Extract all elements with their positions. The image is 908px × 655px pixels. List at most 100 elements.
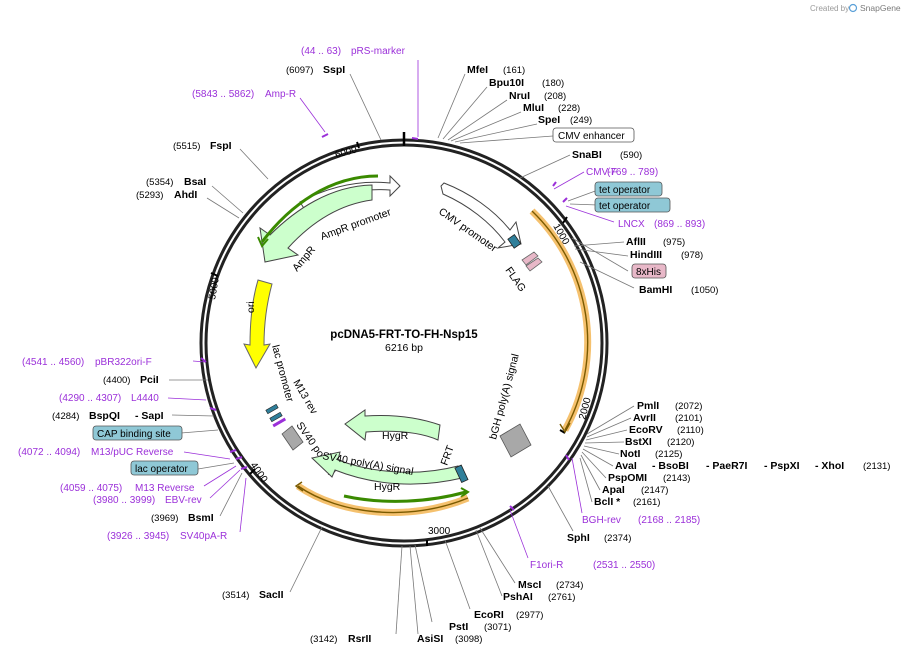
primer-ebv-rev: EBV-rev bbox=[165, 495, 202, 506]
site-bsmI: BsmI bbox=[188, 512, 214, 524]
tick-label-3000: 3000 bbox=[428, 526, 451, 537]
primer-amp-r-range: (5843 .. 5862) bbox=[192, 89, 254, 100]
cap-binding-site-label: CAP binding site bbox=[97, 429, 171, 440]
site-bamHI: BamHI bbox=[639, 284, 672, 296]
lac-operator-feature bbox=[265, 403, 279, 415]
ampr-cds-arrow bbox=[259, 184, 373, 263]
site-bspQI: BspQI bbox=[89, 410, 120, 422]
snapgene-logo-icon bbox=[848, 3, 858, 13]
hygr-upper-label: HygR bbox=[382, 430, 409, 442]
his8-label: 8xHis bbox=[636, 267, 661, 278]
primer-sv40pa-r: SV40pA-R bbox=[180, 531, 227, 542]
lac-operator-label: lac operator bbox=[135, 464, 188, 475]
primer-l4440: L4440 bbox=[131, 393, 159, 404]
site-pmlI-pos: (2072) bbox=[675, 401, 702, 412]
site-pstI: PstI bbox=[449, 621, 468, 633]
site-bspQI-pos: (4284) bbox=[52, 411, 79, 422]
hygr-lower-arrow bbox=[310, 451, 463, 485]
site-asiSI: AsiSI bbox=[417, 633, 443, 645]
tet-operator-label-2: tet operator bbox=[599, 201, 651, 212]
primer-lncx-range: (869 .. 893) bbox=[654, 219, 705, 230]
tet-operator-box-1 bbox=[594, 181, 663, 197]
site-asiSI-pos: (3098) bbox=[455, 634, 482, 645]
site-bsoBI: - BsoBI bbox=[652, 460, 689, 472]
ori-label: ori bbox=[245, 301, 257, 313]
site-ahdI: AhdI bbox=[174, 189, 197, 201]
primer-sv40pa-r-range: (3926 .. 3945) bbox=[107, 531, 169, 542]
site-speI: SpeI bbox=[538, 114, 560, 126]
primer-f1ori-r: F1ori-R bbox=[530, 560, 563, 571]
site-bstXI: BstXI bbox=[625, 436, 652, 448]
site-xhoI: - XhoI bbox=[815, 460, 844, 472]
site-mfeI: MfeI bbox=[467, 64, 488, 76]
site-ecoRV-pos: (2110) bbox=[677, 425, 704, 436]
right-leader-lines bbox=[437, 73, 635, 289]
primer-ebv-rev-range: (3980 .. 3999) bbox=[93, 495, 155, 506]
his8-box bbox=[631, 263, 667, 279]
primer-prs-marker-range: (44 .. 63) bbox=[301, 46, 341, 57]
his-tag-feature bbox=[521, 251, 543, 272]
primer-m13-reverse-range: (4059 .. 4075) bbox=[60, 483, 122, 494]
primer-bgh-rev: BGH-rev bbox=[582, 515, 621, 526]
site-apaI: ApaI bbox=[602, 484, 625, 496]
primer-pbr322ori-f: pBR322ori-F bbox=[95, 357, 152, 368]
site-aflII: AflII bbox=[626, 236, 646, 248]
site-notI-pos: (2125) bbox=[655, 449, 682, 460]
lac-operator-box bbox=[130, 460, 199, 476]
site-aflII-pos: (975) bbox=[663, 237, 685, 248]
site-rsrII: RsrII bbox=[348, 633, 371, 645]
site-pciI-pos: (4400) bbox=[103, 375, 130, 386]
primer-lncx: LNCX bbox=[618, 219, 645, 230]
site-pspXI: - PspXI bbox=[764, 460, 800, 472]
hygr-orf-bar bbox=[343, 490, 467, 503]
site-sphI-pos: (2374) bbox=[604, 533, 631, 544]
ori-arrow bbox=[243, 279, 273, 370]
site-mluI: MluI bbox=[523, 102, 544, 114]
site-bpu10I-pos: (180) bbox=[542, 78, 564, 89]
site-pshAI: PshAI bbox=[503, 591, 533, 603]
site-speI-pos: (249) bbox=[570, 115, 592, 126]
primer-cmv-f: CMV-F bbox=[586, 167, 617, 178]
site-pspOMI: PspOMI bbox=[608, 472, 647, 484]
cmv-enhancer-label: CMV enhancer bbox=[558, 131, 625, 142]
primer-prs-marker: pRS-marker bbox=[351, 46, 406, 57]
site-paeR7I: - PaeR7I bbox=[706, 460, 748, 472]
site-bsmI-pos: (3969) bbox=[151, 513, 178, 524]
hygr-lower-label: HygR bbox=[374, 481, 401, 493]
site-mscI-pos: (2734) bbox=[556, 580, 583, 591]
plasmid-size: 6216 bp bbox=[385, 342, 423, 354]
site-bclI-pos: (2161) bbox=[633, 497, 660, 508]
tick-label-6000: 6000 bbox=[334, 144, 359, 160]
site-bpu10I: Bpu10I bbox=[489, 77, 524, 89]
primer-amp-r: Amp-R bbox=[265, 89, 296, 100]
site-pmlI: PmlI bbox=[637, 400, 659, 412]
site-bclI: BclI * bbox=[594, 496, 621, 508]
primer-l4440-range: (4290 .. 4307) bbox=[59, 393, 121, 404]
primer-f1ori-r-range: (2531 .. 2550) bbox=[593, 560, 655, 571]
cap-binding-site-box bbox=[92, 425, 183, 441]
site-notI: NotI bbox=[620, 448, 640, 460]
site-rsrII-pos: (3142) bbox=[310, 634, 337, 645]
site-pstI-pos: (3071) bbox=[484, 622, 511, 633]
lower-right-leader-lines bbox=[289, 405, 635, 635]
bgh-polya-block bbox=[499, 423, 532, 458]
site-nruI-pos: (208) bbox=[544, 91, 566, 102]
site-pshAI-pos: (2761) bbox=[548, 592, 575, 603]
site-ecoRI: EcoRI bbox=[474, 609, 504, 621]
site-avaI: AvaI bbox=[615, 460, 637, 472]
site-sacII-pos: (3514) bbox=[222, 590, 249, 601]
site-bamHI-pos: (1050) bbox=[691, 285, 718, 296]
left-leader-lines bbox=[167, 60, 419, 533]
sv40-polya-block bbox=[281, 425, 304, 451]
site-hindIII: HindIII bbox=[630, 249, 662, 261]
site-sacII: SacII bbox=[259, 589, 284, 601]
site-sspI: SspI bbox=[323, 64, 345, 76]
ampr-label: AmpR bbox=[290, 244, 318, 274]
insert-strand-right bbox=[531, 210, 589, 431]
site-snaBI: SnaBI bbox=[572, 149, 602, 161]
ampr-orf-bar bbox=[260, 174, 379, 243]
site-hindIII-pos: (978) bbox=[681, 250, 703, 261]
site-avaI-pos: (2131) bbox=[863, 461, 890, 472]
site-sphI: SphI bbox=[567, 532, 590, 544]
site-nruI: NruI bbox=[509, 90, 530, 102]
